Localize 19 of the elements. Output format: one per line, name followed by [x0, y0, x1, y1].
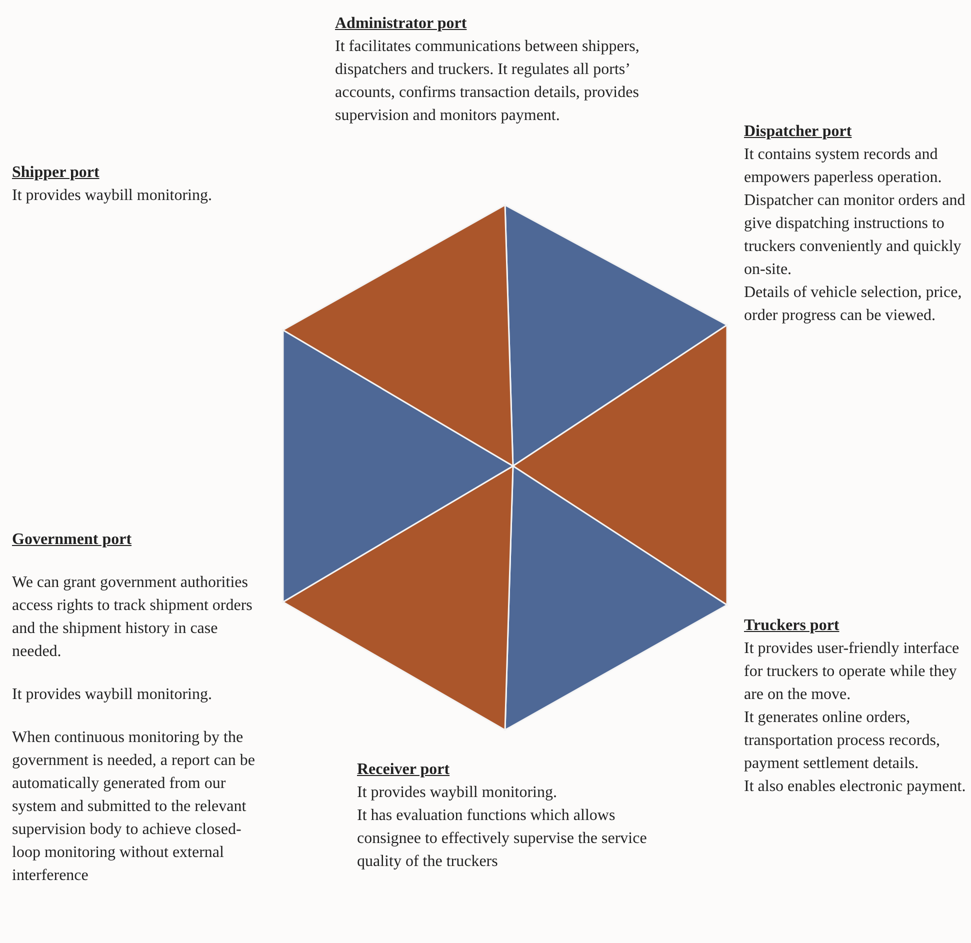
description-text: We can grant government authorities access rights to track shipment orders and the shipment history in case needed. — [12, 573, 254, 662]
description-text: It facilitates communications between shippers, dispatchers and truckers. It regulates all ports’ accounts, confirms transaction details, provides supervision and monitors payment. — [335, 37, 640, 126]
description-text: It provides user-friendly interface for truckers to operate while they are on the move. — [744, 639, 960, 705]
description-text: When continuous monitoring by the government is needed, a report can be automatically generated from our system and submitted to the relevant supervision body to achieve closed-loop monitoring without external interference — [12, 728, 256, 886]
description-text: It also enables electronic payment. — [744, 777, 967, 797]
description-text: It provides waybill monitoring. — [12, 186, 213, 206]
description-text: It has evaluation functions which allows consignee to effectively supervise the service quality of the truckers — [357, 806, 647, 872]
description-text: It generates online orders, transportation process records, payment settlement details. — [744, 708, 941, 774]
section-heading: Administrator port — [335, 14, 467, 34]
description-text: It provides waybill monitoring. — [12, 685, 213, 705]
section-heading: Shipper port — [12, 163, 100, 183]
section-heading: Truckers port — [744, 616, 840, 636]
section-heading: Dispatcher port — [744, 122, 852, 142]
section-heading: Receiver port — [357, 760, 450, 780]
description-text: It contains system records and empowers paperless operation. — [744, 145, 943, 188]
description-text: It provides waybill monitoring. — [357, 783, 558, 803]
description-text: Details of vehicle selection, price, order progress can be viewed. — [744, 283, 963, 326]
description-text: Dispatcher can monitor orders and give dispatching instructions to truckers conveniently and quickly on-site. — [744, 191, 966, 280]
section-heading: Government port — [12, 530, 132, 550]
